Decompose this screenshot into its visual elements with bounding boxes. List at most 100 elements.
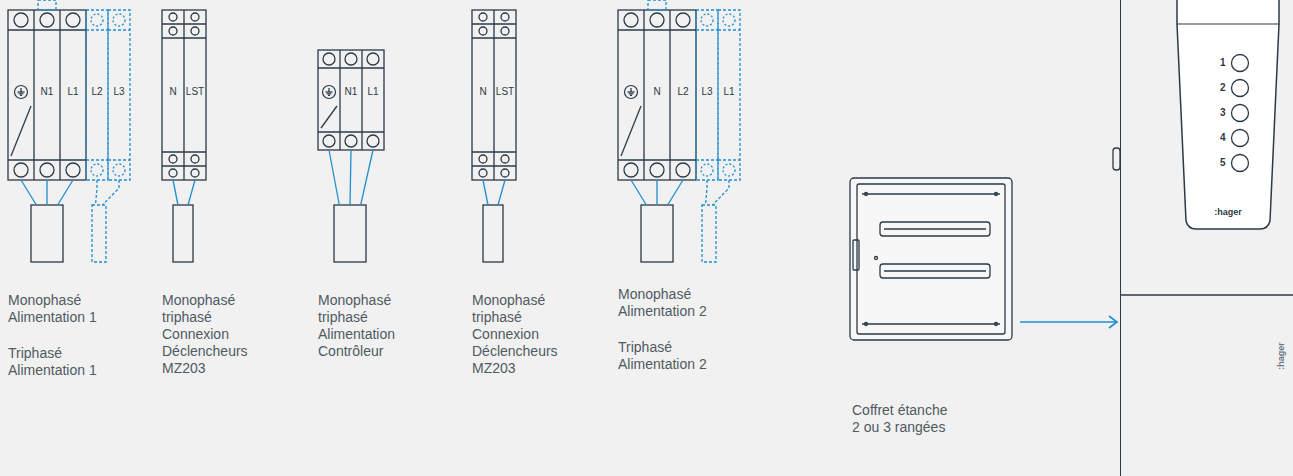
wire	[498, 180, 505, 205]
terminal-line	[162, 151, 206, 152]
wire	[483, 180, 488, 205]
callout-number: 1	[1220, 56, 1226, 70]
enclosure-screw	[865, 193, 868, 196]
terminal-screw	[650, 13, 664, 27]
enclosure-edge	[862, 193, 1000, 194]
terminal-screw	[191, 27, 199, 35]
terminal-line	[86, 29, 108, 30]
device-edge	[1177, 23, 1279, 24]
terminal-screw	[169, 13, 177, 21]
terminal-line	[33, 10, 34, 180]
terminal-screw	[169, 169, 177, 177]
caption-text: Monophasé triphasé Alimentation Contrôle…	[318, 292, 418, 360]
terminal-line	[618, 29, 696, 30]
terminal-screw	[723, 14, 735, 26]
device-body	[1177, 0, 1279, 229]
terminal-screw	[191, 169, 199, 177]
terminal-screw	[40, 13, 54, 27]
ground-symbol	[628, 91, 635, 92]
terminal-label: LST	[496, 86, 514, 98]
wire	[58, 180, 73, 205]
terminal-screw	[14, 163, 28, 177]
brand-logo: :hager	[1176, 206, 1280, 218]
terminal-line	[162, 23, 206, 24]
terminal-line	[472, 151, 516, 152]
device-node: 12345:hager	[1176, 0, 1280, 231]
callout-number: 5	[1220, 156, 1226, 170]
terminal-outline	[86, 10, 108, 180]
wire	[631, 180, 646, 205]
wire	[21, 180, 36, 205]
enclosure-lock	[875, 257, 878, 260]
terminal-label: L1	[367, 86, 378, 98]
terminal-line	[108, 29, 130, 30]
terminal-line	[162, 37, 206, 38]
indicator-led	[1232, 55, 1249, 72]
din-rail-edge	[884, 228, 986, 229]
terminal-line	[696, 159, 718, 160]
cable-sheath	[483, 205, 503, 262]
terminal-screw	[191, 155, 199, 163]
terminal-line	[8, 29, 86, 30]
terminal-label: N	[479, 86, 486, 98]
panel-divider	[1120, 294, 1293, 296]
ground-symbol	[323, 86, 336, 99]
enclosure-drawing	[850, 178, 1012, 340]
terminal-label: N	[653, 86, 660, 98]
cable-sheath	[641, 205, 673, 262]
terminal-screw	[66, 163, 80, 177]
terminal-label: N1	[41, 86, 54, 98]
terminal-label: N	[169, 86, 176, 98]
terminal-screw	[501, 27, 509, 35]
terminal-line	[643, 10, 644, 180]
terminal-line	[718, 159, 740, 160]
terminal-screw	[650, 163, 664, 177]
terminal-screw	[91, 14, 103, 26]
terminal-label: L3	[113, 86, 124, 98]
terminal-line	[318, 67, 384, 68]
terminal-screw	[113, 164, 125, 176]
terminal-screw	[624, 163, 638, 177]
enclosure-hinge	[853, 240, 859, 270]
terminal-label: LST	[186, 86, 204, 98]
terminal-screw	[113, 14, 125, 26]
terminal-line	[162, 165, 206, 166]
caption-text: Monophasé Alimentation 2	[618, 286, 718, 320]
device-outline	[1176, 0, 1280, 231]
connector-line	[1020, 321, 1117, 323]
caption-text: Monophasé Alimentation 1	[8, 292, 108, 326]
callout-number: 2	[1220, 81, 1226, 95]
ground-symbol	[630, 95, 632, 96]
ground-symbol	[328, 95, 330, 96]
enclosure-screw	[995, 323, 998, 326]
wire	[350, 150, 351, 205]
arrow-connector	[1020, 316, 1117, 328]
callout-number: 3	[1220, 106, 1226, 120]
wire	[329, 150, 339, 205]
terminal-line	[472, 165, 516, 166]
terminal-line	[183, 10, 184, 180]
terminal-screw	[701, 14, 713, 26]
terminal-line	[8, 159, 86, 160]
indicator-led	[1232, 105, 1249, 122]
terminal-screw	[14, 13, 28, 27]
cable-sheath	[31, 205, 63, 262]
enclosure-node: Coffret étanche 2 ou 3 rangées	[846, 172, 1018, 428]
terminal-line	[318, 131, 384, 132]
terminal-screw	[91, 164, 103, 176]
terminal-line	[59, 10, 60, 180]
terminal-line	[618, 159, 696, 160]
terminal-screw	[40, 163, 54, 177]
enclosure-edge	[862, 323, 1000, 324]
wire-option	[103, 180, 120, 205]
terminal-label: L1	[67, 86, 78, 98]
terminal-screw	[479, 13, 487, 21]
terminal-label: L2	[677, 86, 688, 98]
indicator-led	[1232, 155, 1249, 172]
wire-option	[713, 180, 730, 205]
terminal-outline	[696, 10, 718, 180]
terminal-screw	[191, 13, 199, 21]
terminal-screw	[66, 13, 80, 27]
